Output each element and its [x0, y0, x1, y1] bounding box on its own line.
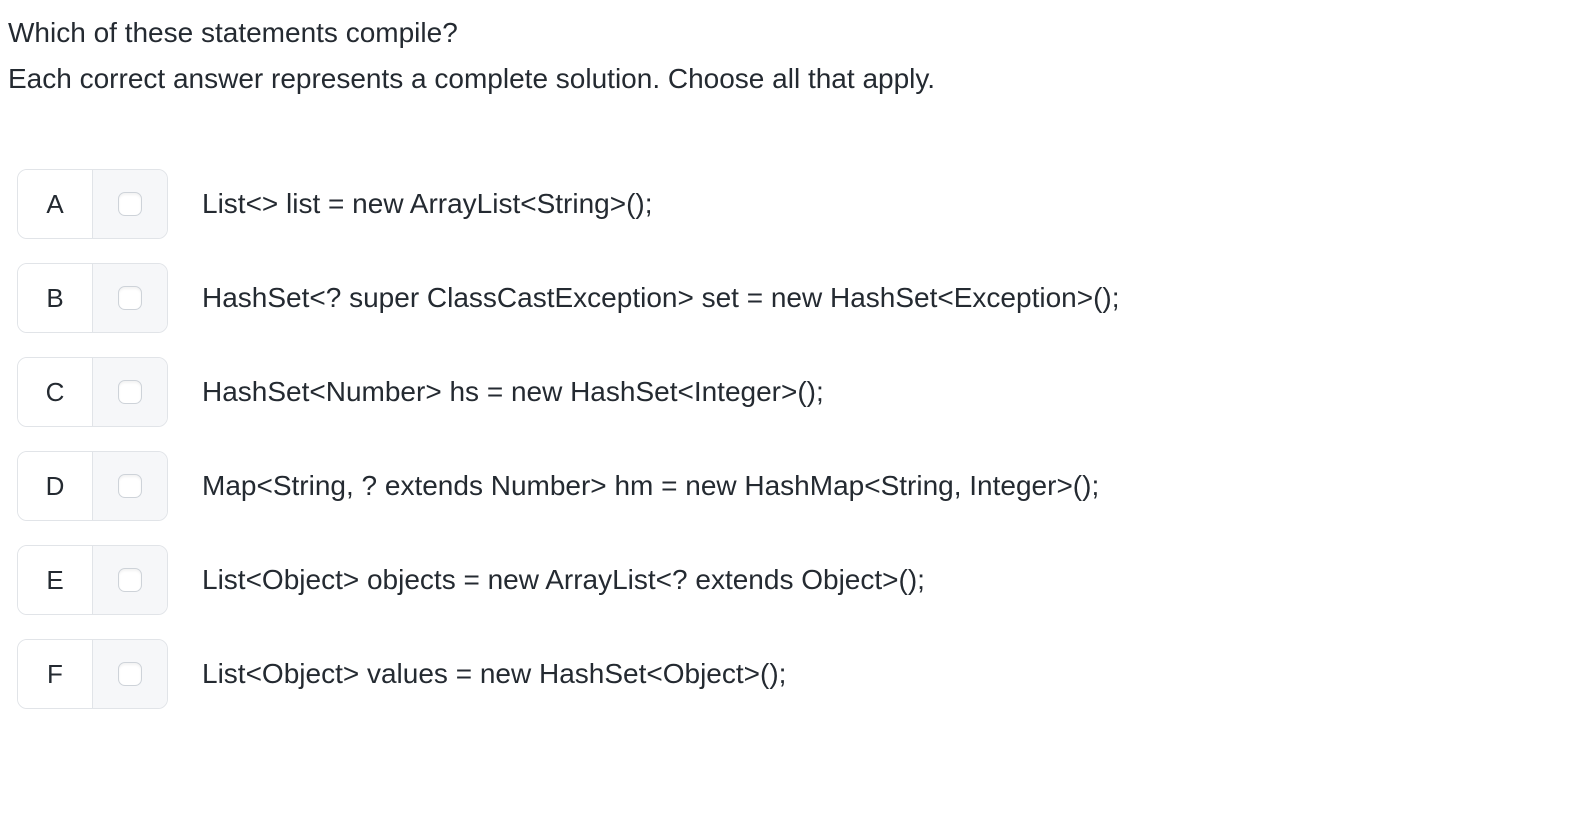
question-title: Which of these statements compile? [8, 17, 458, 48]
option-control[interactable]: E [17, 545, 168, 615]
option-letter: C [18, 358, 92, 426]
option-control[interactable]: F [17, 639, 168, 709]
option-code-text: List<Object> values = new HashSet<Object… [202, 658, 787, 689]
option-checkbox-cell[interactable] [92, 546, 167, 614]
option-row: D Map<String, ? extends Number> hm = new… [17, 451, 1582, 521]
option-control[interactable]: D [17, 451, 168, 521]
option-checkbox[interactable] [118, 380, 142, 404]
option-row: C HashSet<Number> hs = new HashSet<Integ… [17, 357, 1582, 427]
option-checkbox-cell[interactable] [92, 264, 167, 332]
question-instruction: Each correct answer represents a complet… [8, 63, 936, 94]
options-list: A List<> list = new ArrayList<String>();… [8, 169, 1582, 709]
option-letter: D [18, 452, 92, 520]
option-checkbox[interactable] [118, 662, 142, 686]
option-letter: A [18, 170, 92, 238]
option-letter: B [18, 264, 92, 332]
option-row: E List<Object> objects = new ArrayList<?… [17, 545, 1582, 615]
option-code-text: HashSet<Number> hs = new HashSet<Integer… [202, 376, 824, 407]
option-code-text: Map<String, ? extends Number> hm = new H… [202, 470, 1100, 501]
option-checkbox-cell[interactable] [92, 170, 167, 238]
option-code-text: List<Object> objects = new ArrayList<? e… [202, 564, 925, 595]
option-control[interactable]: A [17, 169, 168, 239]
option-control[interactable]: C [17, 357, 168, 427]
option-row: A List<> list = new ArrayList<String>(); [17, 169, 1582, 239]
option-code-text: List<> list = new ArrayList<String>(); [202, 188, 653, 219]
option-checkbox[interactable] [118, 286, 142, 310]
option-row: B HashSet<? super ClassCastException> se… [17, 263, 1582, 333]
option-row: F List<Object> values = new HashSet<Obje… [17, 639, 1582, 709]
option-code-text: HashSet<? super ClassCastException> set … [202, 282, 1120, 313]
question-header: Which of these statements compile? Each … [8, 10, 1582, 102]
option-control[interactable]: B [17, 263, 168, 333]
option-checkbox[interactable] [118, 568, 142, 592]
option-checkbox[interactable] [118, 474, 142, 498]
option-checkbox-cell[interactable] [92, 452, 167, 520]
option-checkbox[interactable] [118, 192, 142, 216]
option-checkbox-cell[interactable] [92, 640, 167, 708]
option-checkbox-cell[interactable] [92, 358, 167, 426]
option-letter: F [18, 640, 92, 708]
option-letter: E [18, 546, 92, 614]
